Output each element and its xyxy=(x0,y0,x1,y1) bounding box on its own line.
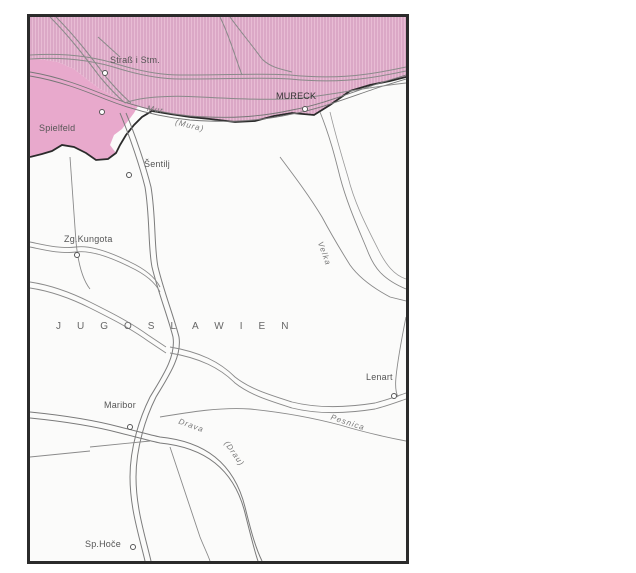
place-spielfeld: Spielfeld xyxy=(39,123,76,133)
place-strass: Straß i Stm. xyxy=(110,55,160,65)
country-label: JUGOSLAWIEN xyxy=(56,321,305,332)
east-road xyxy=(329,111,406,280)
west-roads xyxy=(30,156,167,354)
east-roads xyxy=(159,316,406,442)
border-line xyxy=(30,76,406,161)
map-frame: Straß i Stm. Spielfeld MURECK Šentilj Zg… xyxy=(27,14,409,564)
velka-river xyxy=(279,156,406,302)
map-canvas xyxy=(30,17,406,561)
south-roads xyxy=(30,440,211,561)
spielfeld-territory xyxy=(30,58,138,160)
settlement-markers xyxy=(74,70,397,550)
place-lenart: Lenart xyxy=(366,372,393,382)
mur-river xyxy=(30,71,406,122)
austria-territory xyxy=(30,17,406,122)
place-maribor: Maribor xyxy=(104,400,136,410)
place-kungota: Zg.Kungota xyxy=(64,234,113,244)
north-roads xyxy=(30,17,406,104)
place-mureck: MURECK xyxy=(276,91,317,101)
drava-river xyxy=(30,411,263,561)
place-sentilj: Šentilj xyxy=(144,159,170,169)
main-route xyxy=(119,112,180,561)
velka-tributary xyxy=(319,111,406,290)
place-hoce: Sp.Hoče xyxy=(85,539,121,549)
